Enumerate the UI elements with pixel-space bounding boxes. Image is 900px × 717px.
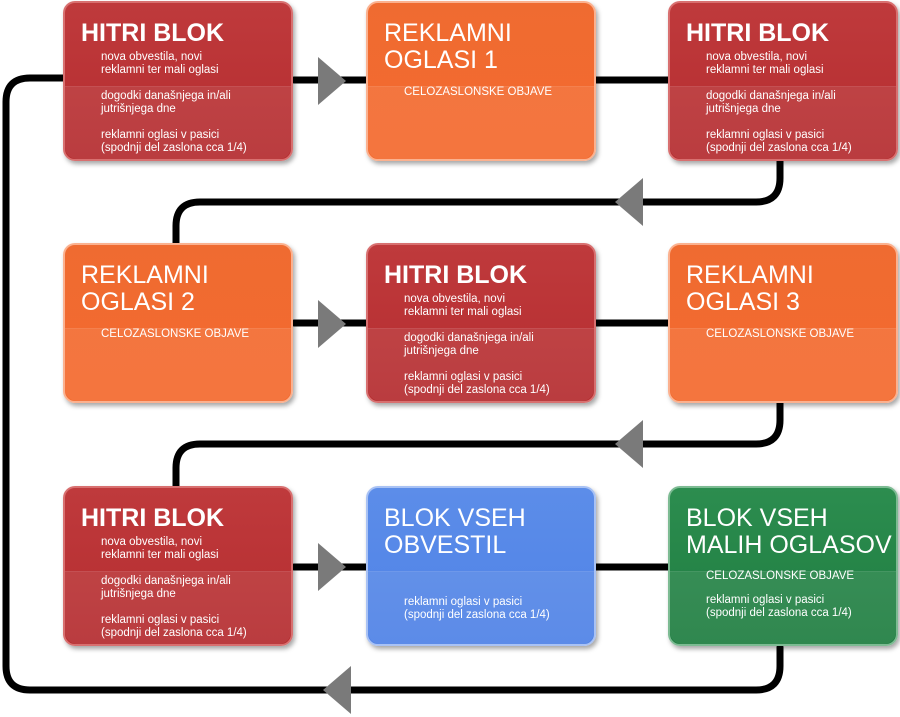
box-title: HITRI BLOK bbox=[81, 504, 225, 532]
box-line: reklamni oglasi v pasici(spodnji del zas… bbox=[101, 129, 247, 154]
arrow-right-icon bbox=[318, 300, 346, 348]
box-title: HITRI BLOK bbox=[384, 261, 528, 289]
box-line: reklamni oglasi v pasici(spodnji del zas… bbox=[404, 371, 550, 396]
box-line: reklamni oglasi v pasici(spodnji del zas… bbox=[101, 614, 247, 639]
connector-r2-to-r3 bbox=[172, 399, 784, 491]
box-line: reklamni oglasi v pasici(spodnji del zas… bbox=[706, 129, 852, 154]
box-subtitle: reklamni oglasi v pasici(spodnji del zas… bbox=[404, 596, 550, 621]
arrow-left-icon bbox=[615, 420, 643, 468]
arrow-left-icon bbox=[615, 178, 643, 226]
arrow-left-icon bbox=[323, 666, 351, 714]
box-subtitle: CELOZASLONSKE OBJAVE bbox=[101, 328, 250, 340]
box-title: HITRI BLOK bbox=[686, 19, 830, 47]
box-subtitle: reklamni oglasi v pasici(spodnji del zas… bbox=[706, 594, 852, 619]
connector-r1-to-r2 bbox=[172, 156, 784, 249]
arrow-right-icon bbox=[318, 543, 346, 591]
box-subtitle: CELOZASLONSKE OBJAVE bbox=[404, 86, 553, 98]
connector-loop-back bbox=[2, 74, 784, 694]
box-subtitle: CELOZASLONSKE OBJAVE bbox=[706, 570, 855, 582]
box-subtitle: CELOZASLONSKE OBJAVE bbox=[706, 328, 855, 340]
box-title: HITRI BLOK bbox=[81, 19, 225, 47]
arrow-right-icon bbox=[318, 57, 346, 105]
